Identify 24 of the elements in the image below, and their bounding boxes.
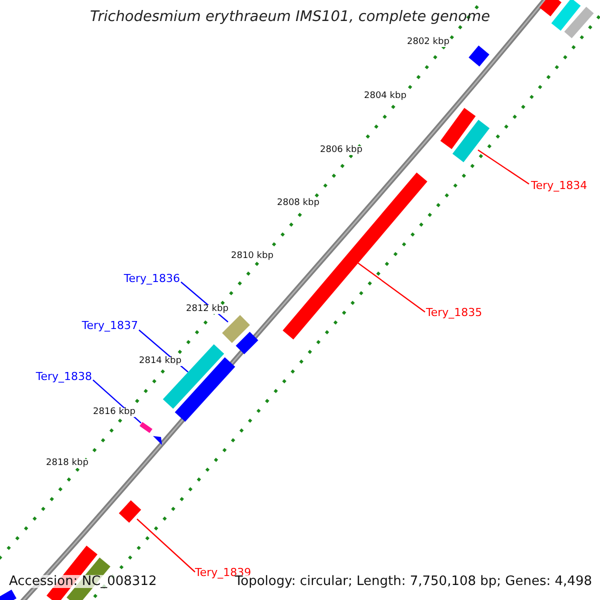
gene-bar [452,120,490,162]
gene-label: Tery_1836 [124,273,180,284]
gene-bar [118,500,142,523]
scale-label: 2808 kbp [276,199,320,208]
leader-line [478,150,530,184]
scale-label: 2814 kbp [138,357,182,366]
scale-label: 2812 kbp [185,305,230,314]
title: Trichodesmium erythraeum IMS101, complete genome [90,10,490,24]
gene-bar [140,422,152,434]
accession-text: Accession: NC_008312 [9,575,157,588]
gene-label: Tery_1838 [36,371,92,382]
scale-label: 2818 kbp [45,459,90,468]
scale-label: 2802 kbp [406,38,450,47]
scale-label: 2804 kbp [363,92,408,101]
scale-label: 2810 kbp [230,252,274,261]
scale-label: 2816 kbp [92,408,136,417]
gene-label: Tery_1835 [426,307,482,318]
leader-line [358,262,426,312]
gene-bar [162,344,224,409]
gene-label: Tery_1837 [82,320,138,331]
leader-line [136,518,196,572]
scale-label: 2806 kbp [319,146,364,155]
gene-bar [222,315,250,343]
gene-label: Tery_1834 [531,180,588,191]
